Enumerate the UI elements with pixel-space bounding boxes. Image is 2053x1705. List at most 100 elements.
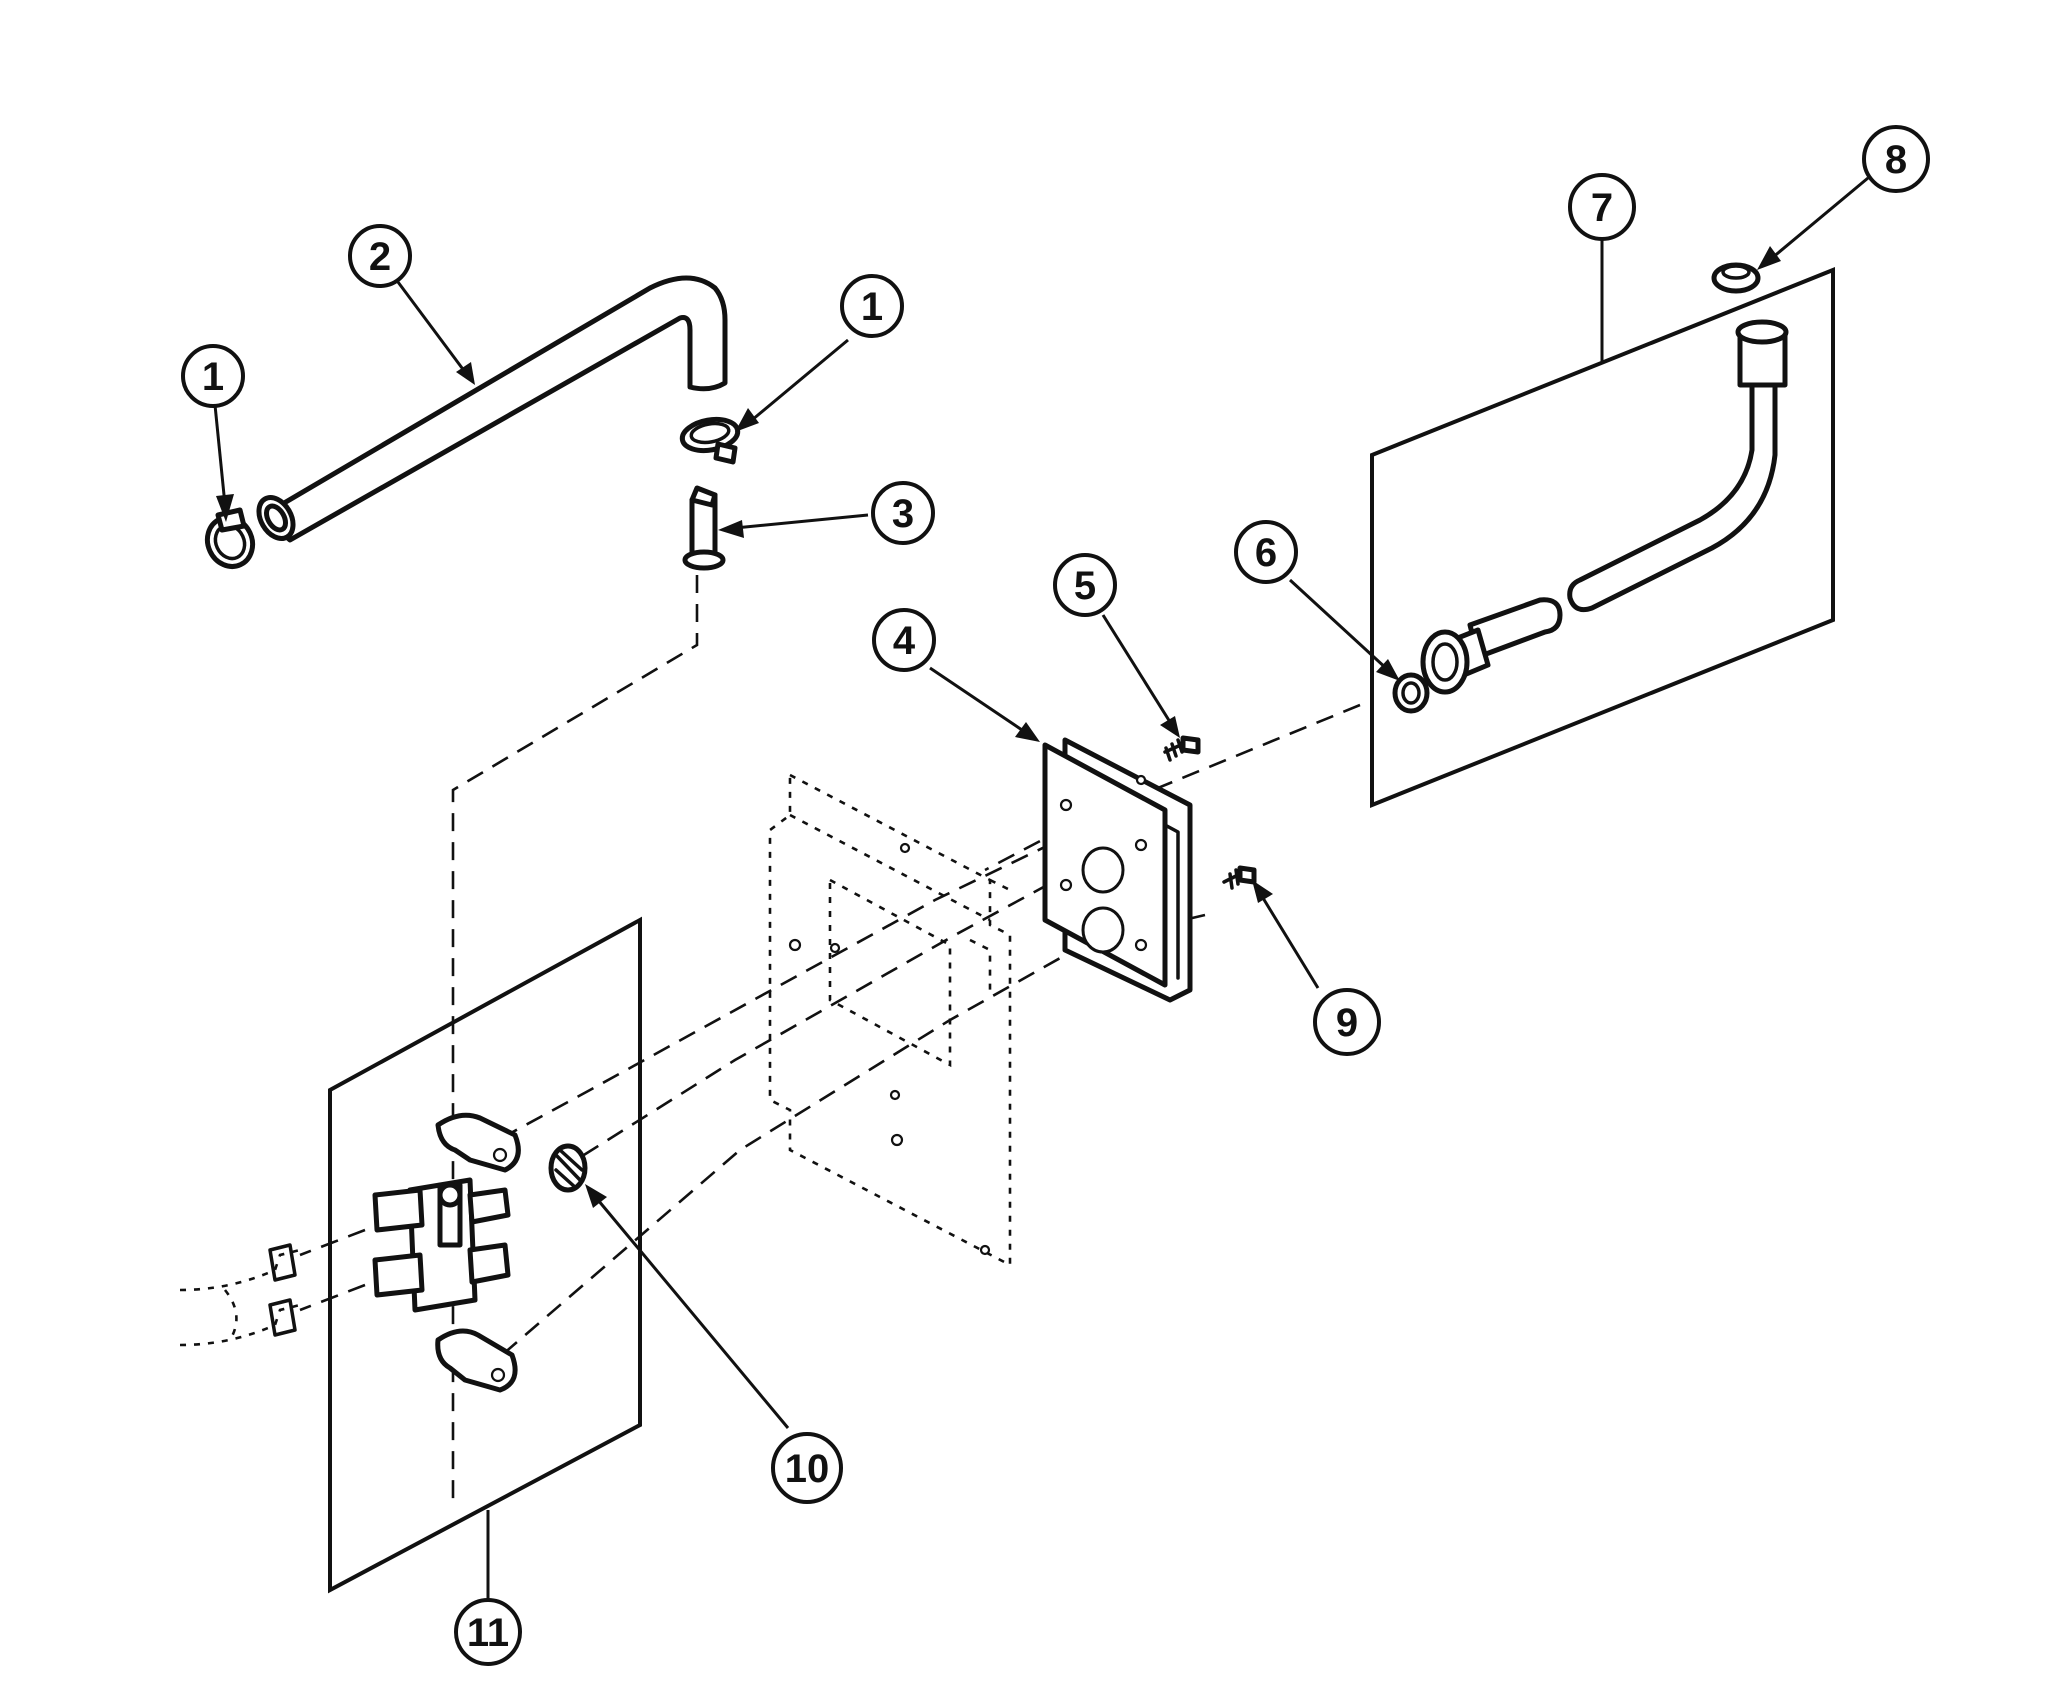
arrow-1a	[216, 494, 234, 522]
mounting-plate-screw-hole	[1134, 938, 1148, 952]
valve-bracket-lower-hole	[490, 1367, 506, 1383]
leader-6	[1288, 578, 1390, 672]
callout-label: 2	[369, 235, 391, 279]
callout-label: 5	[1074, 564, 1096, 608]
cabinet-panel	[768, 772, 1012, 1268]
arrow-4	[1015, 722, 1040, 742]
callout-9: 9	[1313, 988, 1381, 1056]
fill-hose-nut-lower-bore	[1431, 642, 1459, 682]
valve-connector-upper	[268, 1243, 297, 1282]
hose-cap-top	[1721, 264, 1751, 280]
cabinet-hole	[788, 938, 802, 952]
leader-5	[1101, 614, 1172, 723]
mounting-plate-screw-hole	[1135, 774, 1147, 786]
valve-bracket-upper	[435, 1112, 521, 1173]
leader-8	[1771, 176, 1869, 260]
fill-hose-upper-section	[1567, 382, 1778, 613]
vent-tube-top	[689, 485, 718, 508]
mounting-plate	[1042, 737, 1193, 1003]
inlet-screen-mesh	[554, 1148, 584, 1190]
cabinet-hole	[889, 1089, 901, 1101]
guide-line-plate-upper	[497, 828, 1081, 1142]
hose-clamp-right-inner	[689, 421, 731, 445]
leader-3	[734, 513, 869, 530]
valve-inlet-lower	[467, 1242, 511, 1285]
fill-hose-lower-section	[1467, 597, 1563, 660]
water-valve	[179, 1112, 521, 1393]
screw-lower-head	[1237, 865, 1257, 885]
washer-outer	[1392, 672, 1430, 714]
callout-2: 2	[348, 224, 412, 288]
cabinet-hole	[890, 1133, 904, 1147]
callout-label: 7	[1591, 186, 1613, 230]
hose-kit-panel	[1370, 267, 1835, 808]
hose-clamp-right	[679, 416, 741, 465]
arrow-10	[585, 1184, 607, 1208]
arrow-6	[1376, 659, 1400, 681]
callout-label: 3	[892, 492, 914, 536]
vent-tube	[682, 485, 726, 571]
callout-6: 6	[1234, 520, 1298, 584]
leader-4	[929, 666, 1026, 734]
leader-1b	[751, 338, 849, 422]
washer-inner	[1401, 681, 1421, 705]
arrow-5	[1160, 716, 1180, 738]
callout-label: 9	[1336, 1001, 1358, 1045]
screw-upper-head	[1180, 735, 1201, 755]
mounting-plate-step	[1163, 823, 1180, 980]
valve-solenoid-upper	[372, 1187, 425, 1233]
mounting-plate-screw-hole	[1059, 798, 1073, 812]
arrow-9	[1252, 880, 1273, 903]
cabinet-panel-inner	[828, 877, 952, 1068]
valve-inlet-upper	[467, 1187, 511, 1225]
valve-wire-harness-lower	[179, 1289, 301, 1347]
screw-lower-shank	[1222, 868, 1242, 890]
mounting-plate-screw-hole	[1134, 838, 1148, 852]
hose-clamp-right-tab	[713, 441, 738, 465]
guide-line-plate-middle	[559, 868, 1076, 1172]
cabinet-panel-edge	[789, 813, 1011, 990]
vent-tube-flange	[682, 549, 726, 571]
vent-hose-bore	[264, 503, 288, 533]
washer	[1392, 672, 1430, 714]
callout-10: 10	[771, 1432, 843, 1504]
fill-hose	[1420, 319, 1789, 695]
valve-kit-panel	[328, 916, 642, 1594]
callout-label: 1	[861, 285, 883, 329]
valve-wire-harness-upper	[179, 1248, 301, 1292]
callout-1-right: 1	[840, 274, 904, 338]
arrow-1b	[735, 408, 759, 432]
guide-line-wire-lower	[299, 1283, 366, 1312]
inlet-screen	[548, 1143, 588, 1193]
fill-hose-nut-lower	[1420, 629, 1470, 695]
callout-label: 8	[1885, 138, 1907, 182]
leader-10	[596, 1199, 790, 1429]
screw-lower	[1222, 865, 1257, 890]
callout-label: 4	[893, 619, 916, 663]
valve-solenoid-lower	[372, 1252, 425, 1298]
callouts: 1 2 1 3 4 5 6 7	[181, 125, 1930, 1666]
arrow-8	[1757, 246, 1781, 270]
screw-upper-shank	[1163, 738, 1185, 762]
cabinet-hole	[899, 842, 911, 854]
callout-11: 11	[454, 1598, 522, 1666]
cabinet-panel-outline	[768, 772, 1012, 1268]
mounting-plate-screw-hole	[1059, 878, 1073, 892]
callout-8: 8	[1862, 125, 1930, 193]
callout-label: 10	[785, 1447, 830, 1491]
leader-2	[393, 277, 467, 373]
leader-lines	[213, 176, 1869, 1600]
hose-clamp-left	[204, 507, 256, 569]
mounting-plate-port-lower	[1081, 906, 1125, 954]
arrow-2	[456, 362, 475, 385]
fill-hose-nut-upper	[1735, 319, 1789, 345]
mounting-plate-port-upper	[1081, 846, 1125, 894]
callout-label: 11	[467, 1611, 509, 1655]
valve-outlet-cap	[437, 1182, 463, 1208]
vent-hose	[256, 275, 728, 543]
callout-7: 7	[1568, 173, 1636, 241]
callout-label: 1	[202, 355, 224, 399]
arrow-3	[718, 520, 744, 538]
valve-connector-lower	[268, 1298, 297, 1337]
